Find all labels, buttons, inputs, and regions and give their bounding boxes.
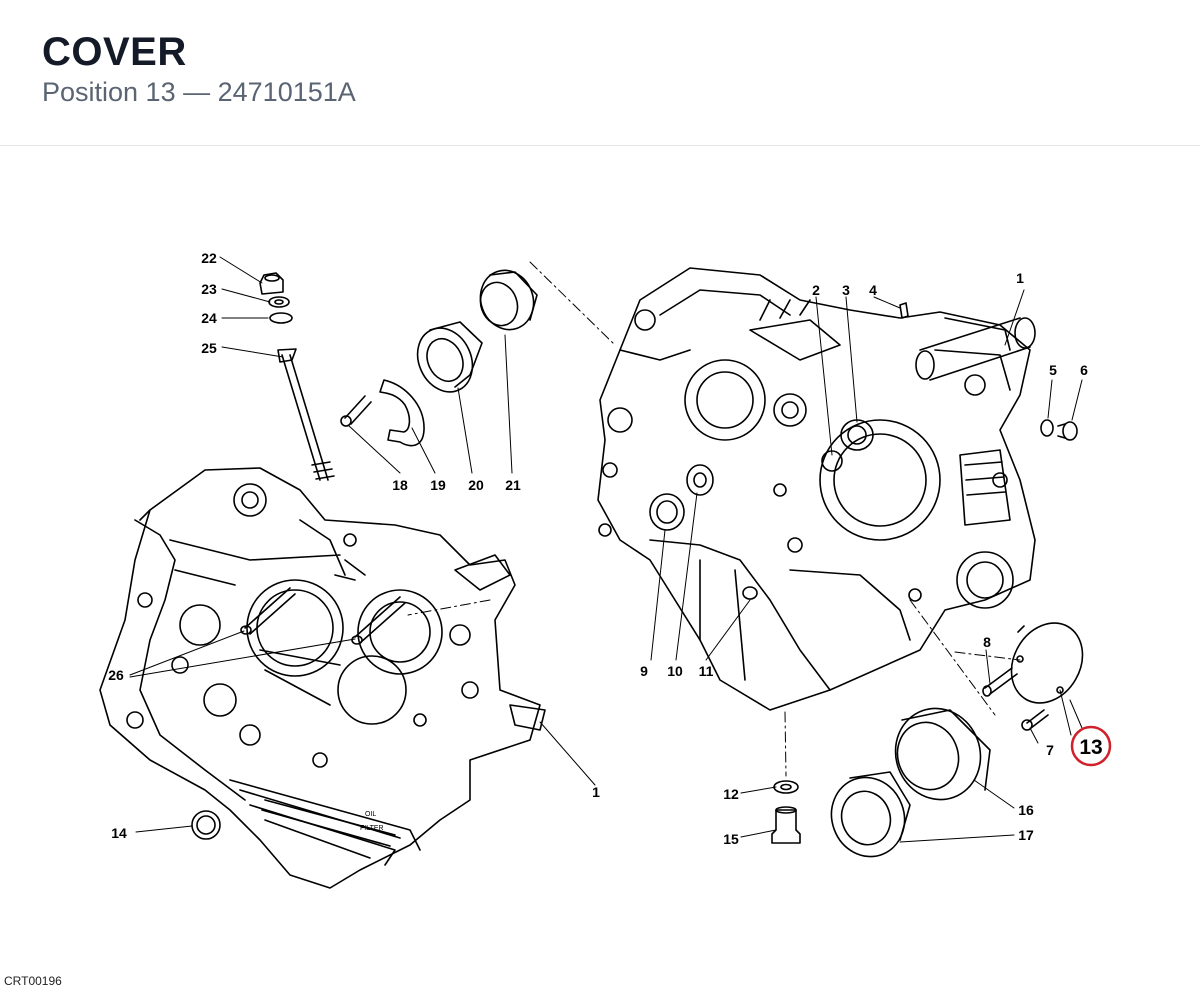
- callout-2: 2: [812, 282, 820, 298]
- left-crankcase-half: OIL FILTER: [99, 467, 546, 889]
- position-label: Position 13: [42, 77, 176, 107]
- filter-label: FILTER: [360, 825, 384, 832]
- washer-part-12: [773, 780, 799, 794]
- screw-part-7: [1021, 709, 1049, 731]
- callout-14: 14: [111, 825, 127, 841]
- bolt-part-6: [1057, 421, 1078, 441]
- callout-25: 25: [201, 340, 217, 356]
- stud-part: [277, 348, 335, 481]
- callout-17: 17: [1018, 827, 1034, 843]
- drawing-code: CRT00196: [4, 974, 62, 988]
- drain-plug-part: [771, 806, 801, 844]
- callout-1-right: 1: [1016, 270, 1024, 286]
- exploded-parts-diagram: OIL FILTER: [99, 250, 1112, 889]
- page-header: COVER Position 13 — 24710151A: [0, 0, 1200, 146]
- page-subtitle: Position 13 — 24710151A: [42, 77, 356, 108]
- retaining-clip-part: [379, 379, 425, 447]
- callout-23: 23: [201, 281, 217, 297]
- highlight-ring: [1070, 725, 1112, 767]
- o-ring-part: [269, 312, 293, 324]
- callout-7: 7: [1046, 742, 1054, 758]
- callout-11: 11: [699, 663, 714, 679]
- oil-label: OIL: [365, 811, 376, 818]
- callout-1-left: 1: [592, 784, 600, 800]
- callout-9: 9: [640, 663, 648, 679]
- part-number: 24710151A: [217, 77, 356, 107]
- callout-24: 24: [201, 310, 217, 326]
- washer-part: [268, 296, 290, 308]
- right-crankcase-half: [597, 267, 1036, 711]
- callout-6: 6: [1080, 362, 1088, 378]
- callout-18: 18: [392, 477, 408, 493]
- cap-nut-part: [259, 272, 284, 295]
- center-lines: [407, 261, 1021, 777]
- bearing-part: [416, 321, 483, 393]
- callout-21: 21: [505, 477, 521, 493]
- callout-10: 10: [667, 663, 683, 679]
- callout-8: 8: [983, 634, 991, 650]
- bearing-part-17: [830, 771, 911, 858]
- callout-3: 3: [842, 282, 850, 298]
- washer-part-5: [1040, 419, 1054, 437]
- seal-ring-part-16: [894, 707, 991, 801]
- cover-part: [1010, 622, 1084, 704]
- callout-20: 20: [468, 477, 484, 493]
- leader-lines: [129, 256, 1083, 843]
- callout-19: 19: [430, 477, 446, 493]
- callout-15: 15: [723, 831, 739, 847]
- callout-22: 22: [201, 250, 217, 266]
- bolt-part: [340, 395, 372, 427]
- separator: —: [183, 77, 211, 107]
- callout-16: 16: [1018, 802, 1034, 818]
- seal-ring-part: [479, 269, 538, 331]
- callout-26: 26: [108, 667, 124, 683]
- callout-12: 12: [723, 786, 739, 802]
- highlighted-callout-13[interactable]: 13: [1070, 725, 1112, 767]
- bushing-part-14: [191, 810, 221, 840]
- callout-13-label: 13: [1079, 736, 1102, 759]
- screw-part-8: [982, 667, 1018, 697]
- page-title: COVER: [42, 30, 187, 74]
- callout-4: 4: [869, 282, 877, 298]
- callout-5: 5: [1049, 362, 1057, 378]
